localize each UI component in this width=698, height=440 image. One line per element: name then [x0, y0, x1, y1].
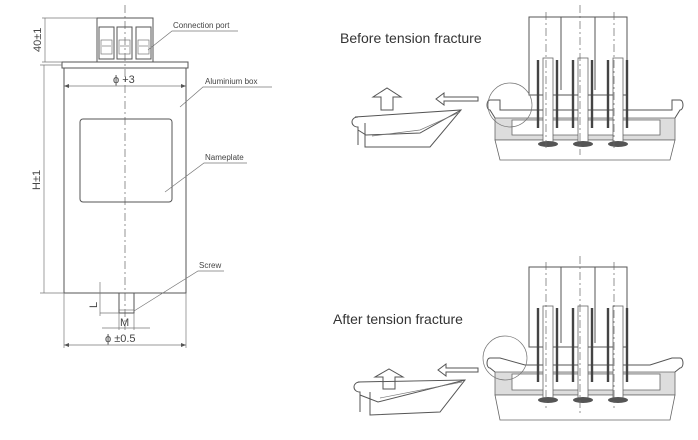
cross-section-before — [486, 5, 684, 161]
detail-circle — [487, 82, 533, 128]
dim-screw-thread: M — [120, 317, 129, 329]
up-arrow-icon — [373, 368, 405, 390]
nameplate — [79, 118, 173, 203]
detail-circle — [482, 335, 528, 381]
dim-screw-length: L — [88, 302, 100, 308]
dim-terminal-height: 40±1 — [32, 28, 44, 52]
dim-height: H±1 — [31, 170, 43, 190]
label-connection-port: Connection port — [173, 21, 230, 30]
detail-before — [351, 87, 479, 148]
pin-1 — [536, 57, 559, 147]
dim-bottom-diameter: ϕ ±0.5 — [105, 333, 136, 345]
title-after-fracture: After tension fracture — [333, 311, 463, 327]
terminal-slots — [98, 26, 152, 60]
label-screw: Screw — [199, 261, 221, 270]
left-arrow-icon — [437, 363, 479, 377]
pin-2 — [571, 57, 594, 147]
left-arrow-icon — [435, 92, 479, 106]
pin-1 — [536, 305, 559, 403]
up-arrow-icon — [371, 87, 403, 111]
pin-3 — [606, 57, 629, 147]
cross-section-after — [482, 256, 684, 421]
capacitor-outline: 40±1 H±1 ϕ +3 L M ϕ ±0.5 Connection port… — [31, 5, 272, 348]
detail-after — [353, 363, 479, 416]
dim-top-diameter: ϕ +3 — [113, 74, 135, 86]
pin-2 — [571, 305, 594, 403]
pin-3 — [606, 305, 629, 403]
label-nameplate: Nameplate — [205, 153, 244, 162]
label-aluminium-box: Aluminium box — [205, 77, 257, 86]
title-before-fracture: Before tension fracture — [340, 30, 482, 46]
screw — [118, 292, 135, 314]
